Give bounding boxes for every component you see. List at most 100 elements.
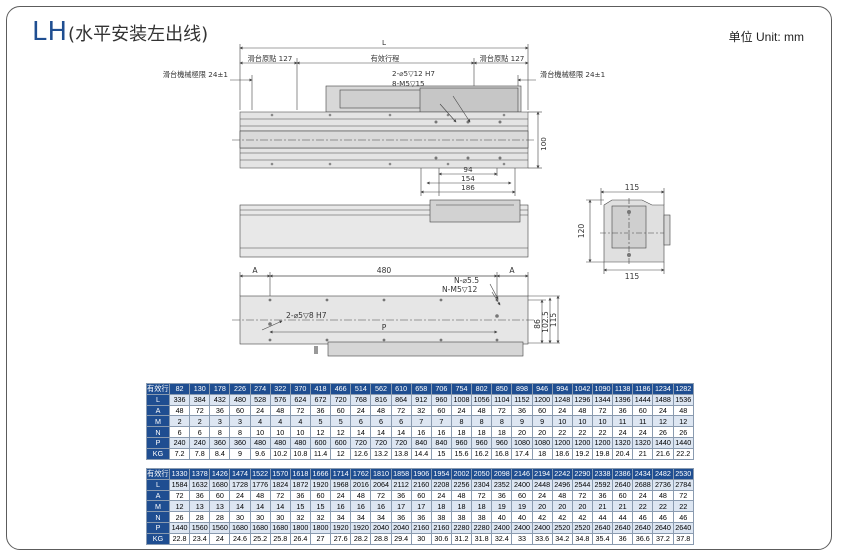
table-cell: 1444 [632,393,654,406]
table-cell: 14 [370,426,392,438]
table-cell: 36 [612,404,634,417]
table-cell: 10 [591,415,614,428]
table-cell: 6 [189,426,211,438]
table-cell: 1200 [591,436,614,449]
table-cell: 1954 [430,468,452,480]
table-cell: 624 [289,393,311,406]
table-cell: 2256 [450,478,473,491]
table-cell: 2194 [531,468,553,480]
table-cell: 36 [309,404,332,417]
table-cell: 9 [229,447,251,460]
table-cell: 24 [652,404,674,417]
table-cell: 12 [168,500,191,513]
table-cell: 30 [229,511,251,523]
table-cell: 960 [471,436,493,449]
table-cell: 19.2 [571,447,593,460]
table-cell: 20 [511,426,533,438]
table-cell: 2338 [591,468,614,480]
table-cell: 13.2 [370,447,392,460]
table-cell: 1810 [370,468,392,480]
table-cell: 2482 [652,468,674,480]
table-cell: 768 [350,393,372,406]
top-view-labels: L 滑台原點 127 有效行程 滑台原點 127 滑台機械極限 24±1 滑台機… [163,38,605,192]
table-cell: 14.4 [410,447,432,460]
table-cell: 24 [632,426,654,438]
table-cell: 1872 [289,478,311,491]
table-cell: 1536 [672,393,695,406]
table-cell: 36.6 [632,532,654,545]
table-cell: 22 [591,426,614,438]
model-code: LH [32,17,69,47]
table-cell: 2400 [491,521,513,534]
table-cell: 28.2 [350,532,372,545]
table-cell: 2160 [410,478,432,491]
table-cell: 2064 [370,478,392,491]
table-cell: 24 [330,489,352,502]
table-cell: 36 [189,489,211,502]
table-cell: 16 [430,426,452,438]
table-cell: 24.6 [229,532,251,545]
table-cell: 1090 [591,383,614,395]
table-cell: 17.4 [511,447,533,460]
table-cell: 1584 [168,478,191,491]
table-cell: 816 [370,393,392,406]
table-cell: 7.2 [168,447,191,460]
table-cell: 15 [430,447,452,460]
dim-left-origin-label: 滑台原點 127 [248,54,293,63]
table-cell: 8 [209,426,231,438]
table-cell: 994 [551,383,573,395]
table-cell: 1200 [531,393,553,406]
table-cell: 370 [289,383,311,395]
table-cell: 1680 [209,478,231,491]
side-view [239,199,529,258]
table-cell: 850 [491,383,513,395]
table-cell: 11 [632,415,654,428]
table-cell: 38 [450,511,473,523]
table-cell: 36 [289,489,311,502]
top-view [230,44,542,196]
table-cell: 7.8 [189,447,211,460]
table-cell: 30.6 [430,532,452,545]
table-cell: 13 [209,500,231,513]
table-cell: 24 [350,404,372,417]
table-cell: 528 [249,393,271,406]
table-cell: 2592 [591,478,614,491]
row-label: P [146,436,170,449]
table-cell: 20 [531,500,553,513]
left-limit-label: 滑台機械極限 24±1 [163,70,228,79]
table-cell: 1080 [511,436,533,449]
table-cell: 1800 [289,521,311,534]
table-cell: 20 [531,426,553,438]
table-cell: 72 [672,489,695,502]
table-cell: 946 [531,383,553,395]
table-cell: 46 [672,511,695,523]
table-cell: 360 [229,436,251,449]
table-cell: 1248 [551,393,573,406]
table-cell: 72 [471,489,493,502]
table-cell: 754 [450,383,473,395]
row-label: P [146,521,170,534]
table-cell: 2640 [612,478,634,491]
table-cell: 1680 [249,521,271,534]
table-cell: 960 [491,436,513,449]
page-frame [6,6,832,550]
table-cell: 12.6 [350,447,372,460]
table-cell: 20.4 [612,447,634,460]
table-cell: 9 [511,415,533,428]
table-cell: 48 [471,404,493,417]
row-label: N [146,511,170,523]
table-cell: 2112 [390,478,412,491]
table-cell: 15 [309,500,332,513]
table-cell: 1378 [189,468,211,480]
table-cell: 20 [571,500,593,513]
table-cell: 336 [168,393,191,406]
table-cell: 40 [491,511,513,523]
table-cell: 2530 [672,468,695,480]
table-cell: 18 [531,447,553,460]
table-cell: 36 [209,404,231,417]
table-cell: 29.4 [390,532,412,545]
table-cell: 1344 [591,393,614,406]
end-width-top-label: 115 [625,183,640,192]
table-cell: 1200 [551,436,573,449]
